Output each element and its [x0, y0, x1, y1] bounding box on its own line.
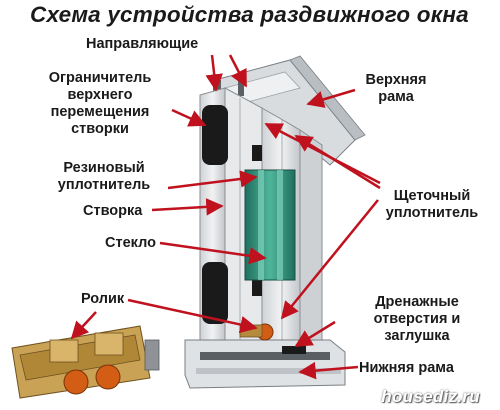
- label-sash: Створка: [83, 203, 143, 219]
- label-rubber-seal: Резиновый уплотнитель: [57, 160, 151, 193]
- bottom-frame: [184, 339, 346, 389]
- rubber-seals: [202, 105, 262, 324]
- callout-arrows: [70, 54, 381, 380]
- label-brush-seal: Щеточный уплотнитель: [385, 188, 479, 221]
- label-glass: Стекло: [105, 235, 156, 251]
- arrow-rubber-seal: [167, 170, 258, 190]
- label-bottom-frame: Нижняя рама: [359, 360, 454, 376]
- arrow-bottom-frame: [298, 361, 359, 380]
- arrow-drainage: [294, 320, 336, 348]
- label-drainage: Дренажные отверстия и заглушка: [373, 294, 461, 344]
- arrow-glass: [159, 241, 267, 265]
- arrow-sash: [151, 198, 224, 216]
- arrow-guides-2: [228, 54, 248, 88]
- label-limiter: Ограничитель верхнего перемещения створк…: [48, 70, 152, 137]
- arrow-brush-seal-3: [280, 199, 379, 320]
- roller-detail: [11, 325, 160, 399]
- arrow-guides-1: [205, 54, 223, 92]
- arrow-brush-seal-2: [294, 134, 381, 190]
- arrow-top-frame: [306, 88, 356, 108]
- glass-unit: [244, 169, 296, 281]
- arrow-roller-detail: [70, 311, 97, 340]
- watermark: housediz.ru: [381, 387, 480, 406]
- arrow-limiter: [171, 108, 207, 127]
- diagram-title: Схема устройства раздвижного окна: [30, 2, 469, 27]
- label-guides: Направляющие: [86, 36, 199, 52]
- arrow-roller: [127, 298, 258, 334]
- label-roller: Ролик: [81, 291, 125, 307]
- label-top-frame: Верхняя рама: [365, 72, 427, 105]
